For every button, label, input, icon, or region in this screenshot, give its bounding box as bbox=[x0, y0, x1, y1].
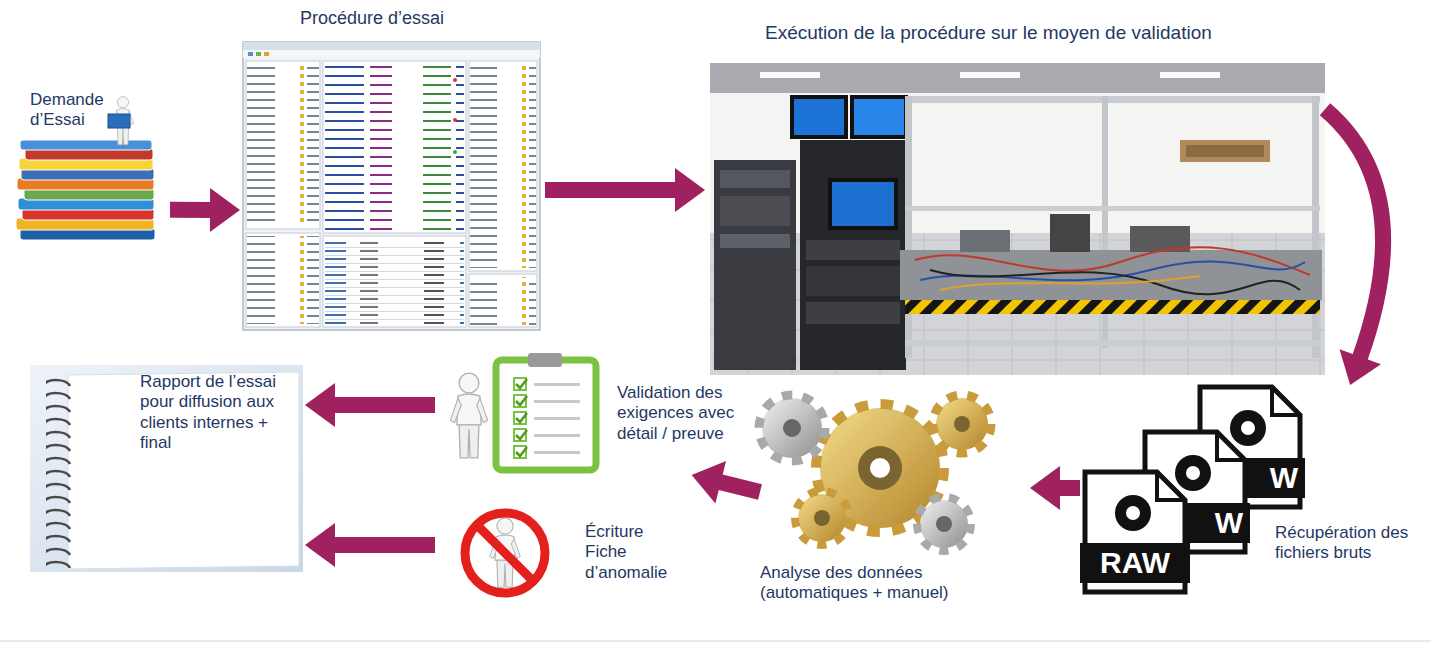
arrow-shaft bbox=[545, 182, 677, 198]
process-step: Demande d’Essai bbox=[10, 85, 170, 245]
flow-arrow bbox=[1325, 109, 1383, 385]
arrow-head bbox=[1340, 349, 1381, 385]
flow-arrow bbox=[305, 523, 435, 567]
step-caption: Rapport de l’essai pour diffusion aux cl… bbox=[140, 372, 285, 454]
test-procedure-screenshot bbox=[243, 42, 540, 330]
process-step: Exécution de la procédure sur le moyen d… bbox=[705, 20, 1325, 377]
step-caption: Procédure d’essai bbox=[300, 8, 530, 30]
step-caption: Validation des exigences avec détail / p… bbox=[617, 383, 753, 444]
label-holder: W bbox=[1212, 505, 1246, 541]
process-step: Validation des exigences avec détail / p… bbox=[435, 350, 757, 475]
flow-arrow bbox=[170, 188, 240, 232]
validation-bench-photo bbox=[710, 63, 1325, 375]
file-type-label: W bbox=[1267, 460, 1301, 496]
label-holder: W bbox=[1267, 460, 1301, 496]
arrow-shaft bbox=[1058, 480, 1080, 496]
arrow-shaft bbox=[719, 482, 760, 492]
anomaly-sign bbox=[465, 513, 545, 593]
arrow-head bbox=[1030, 466, 1060, 510]
arrow-head bbox=[210, 188, 240, 232]
file-type-label: W bbox=[1212, 505, 1246, 541]
step-caption: Demande d’Essai bbox=[30, 90, 112, 131]
process-step: Écriture Fiche d’anomalie bbox=[435, 505, 677, 605]
process-step: Rapport de l’essai pour diffusion aux cl… bbox=[25, 360, 305, 575]
arrow-shaft bbox=[170, 202, 212, 218]
flow-arrow bbox=[545, 168, 705, 212]
arrow-head bbox=[305, 523, 335, 567]
label-holder: RAW bbox=[1090, 545, 1180, 581]
arrow-head bbox=[305, 383, 335, 427]
arrow-shaft bbox=[333, 397, 435, 413]
step-caption: Récupération des fichiers bruts bbox=[1275, 523, 1410, 564]
step-caption: Exécution de la procédure sur le moyen d… bbox=[765, 22, 1320, 45]
process-step: Analyse des données (automatiques + manu… bbox=[760, 385, 1030, 610]
arrow-shaft bbox=[333, 537, 435, 553]
arrow-shaft bbox=[1325, 109, 1383, 358]
flow-arrow bbox=[1030, 466, 1080, 510]
flow-arrow bbox=[305, 383, 435, 427]
flow-arrow bbox=[692, 461, 760, 504]
arrow-head bbox=[692, 461, 726, 504]
raw-file-icons bbox=[1080, 387, 1305, 592]
report-notebook bbox=[30, 365, 303, 572]
file-type-label: RAW bbox=[1090, 545, 1180, 581]
process-step: Procédure d’essai bbox=[240, 5, 545, 333]
step-caption: Analyse des données (automatiques + manu… bbox=[760, 563, 985, 604]
step-caption: Écriture Fiche d’anomalie bbox=[585, 522, 673, 583]
analysis-gears bbox=[759, 395, 991, 551]
checklist-figure bbox=[450, 353, 596, 470]
arrow-head bbox=[675, 168, 705, 212]
